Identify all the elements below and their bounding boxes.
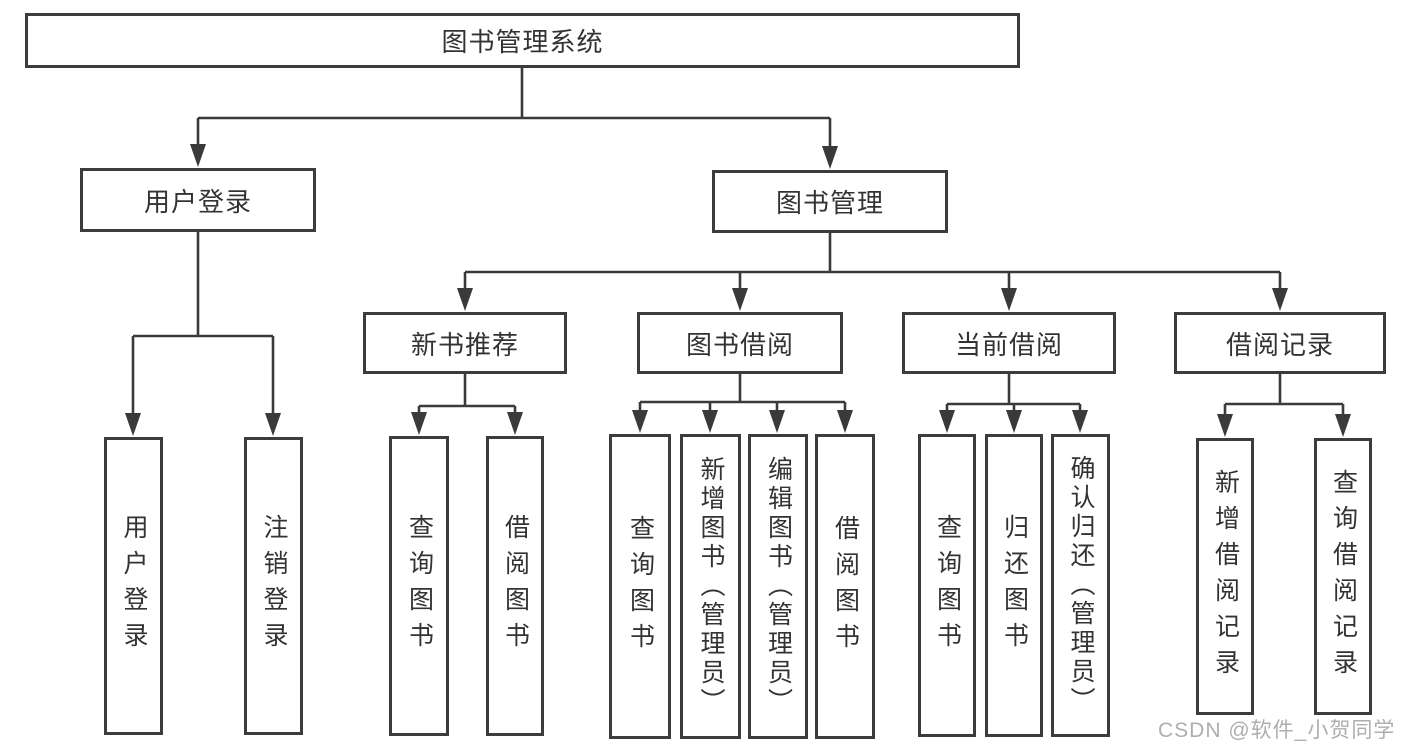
csdn-watermark: CSDN @软件_小贺同学 — [1158, 719, 1396, 742]
leaf-add-books-admin: 新增图书（管理员） — [680, 434, 741, 739]
leaf-logout: 注销登录 — [244, 437, 303, 735]
node-label: 图书管理 — [775, 188, 884, 218]
leaf-borrow-books-recommend: 借阅图书 — [486, 436, 544, 736]
leaf-user-login: 用户登录 — [104, 437, 163, 735]
node-label: 图书管理系统 — [441, 27, 604, 57]
leaf-query-borrow-record: 查询借阅记录 — [1314, 438, 1372, 715]
node-label: 借阅记录 — [1225, 329, 1334, 360]
leaf-return-books: 归还图书 — [985, 434, 1043, 737]
node-label: 用户登录 — [143, 186, 252, 217]
leaf-query-books-borrowing: 查询图书 — [609, 434, 671, 739]
leaf-borrow-books: 借阅图书 — [815, 434, 875, 739]
node-borrow-records: 借阅记录 — [1174, 312, 1386, 374]
leaf-add-borrow-record: 新增借阅记录 — [1196, 438, 1254, 715]
node-label: 当前借阅 — [954, 329, 1063, 360]
node-book-management: 图书管理 — [712, 170, 948, 233]
leaf-edit-books-admin: 编辑图书（管理员） — [748, 434, 808, 739]
node-user-login: 用户登录 — [80, 168, 316, 232]
node-book-borrowing: 图书借阅 — [637, 312, 843, 374]
node-label: 图书借阅 — [685, 329, 794, 360]
leaf-query-books-current: 查询图书 — [918, 434, 976, 737]
node-new-book-recommend: 新书推荐 — [363, 312, 567, 374]
node-current-borrowing: 当前借阅 — [902, 312, 1116, 374]
node-label: 新书推荐 — [410, 329, 519, 360]
node-root-library-system: 图书管理系统 — [25, 13, 1020, 68]
leaf-confirm-return-admin: 确认归还（管理员） — [1051, 434, 1110, 737]
leaf-query-books-recommend: 查询图书 — [389, 436, 449, 736]
